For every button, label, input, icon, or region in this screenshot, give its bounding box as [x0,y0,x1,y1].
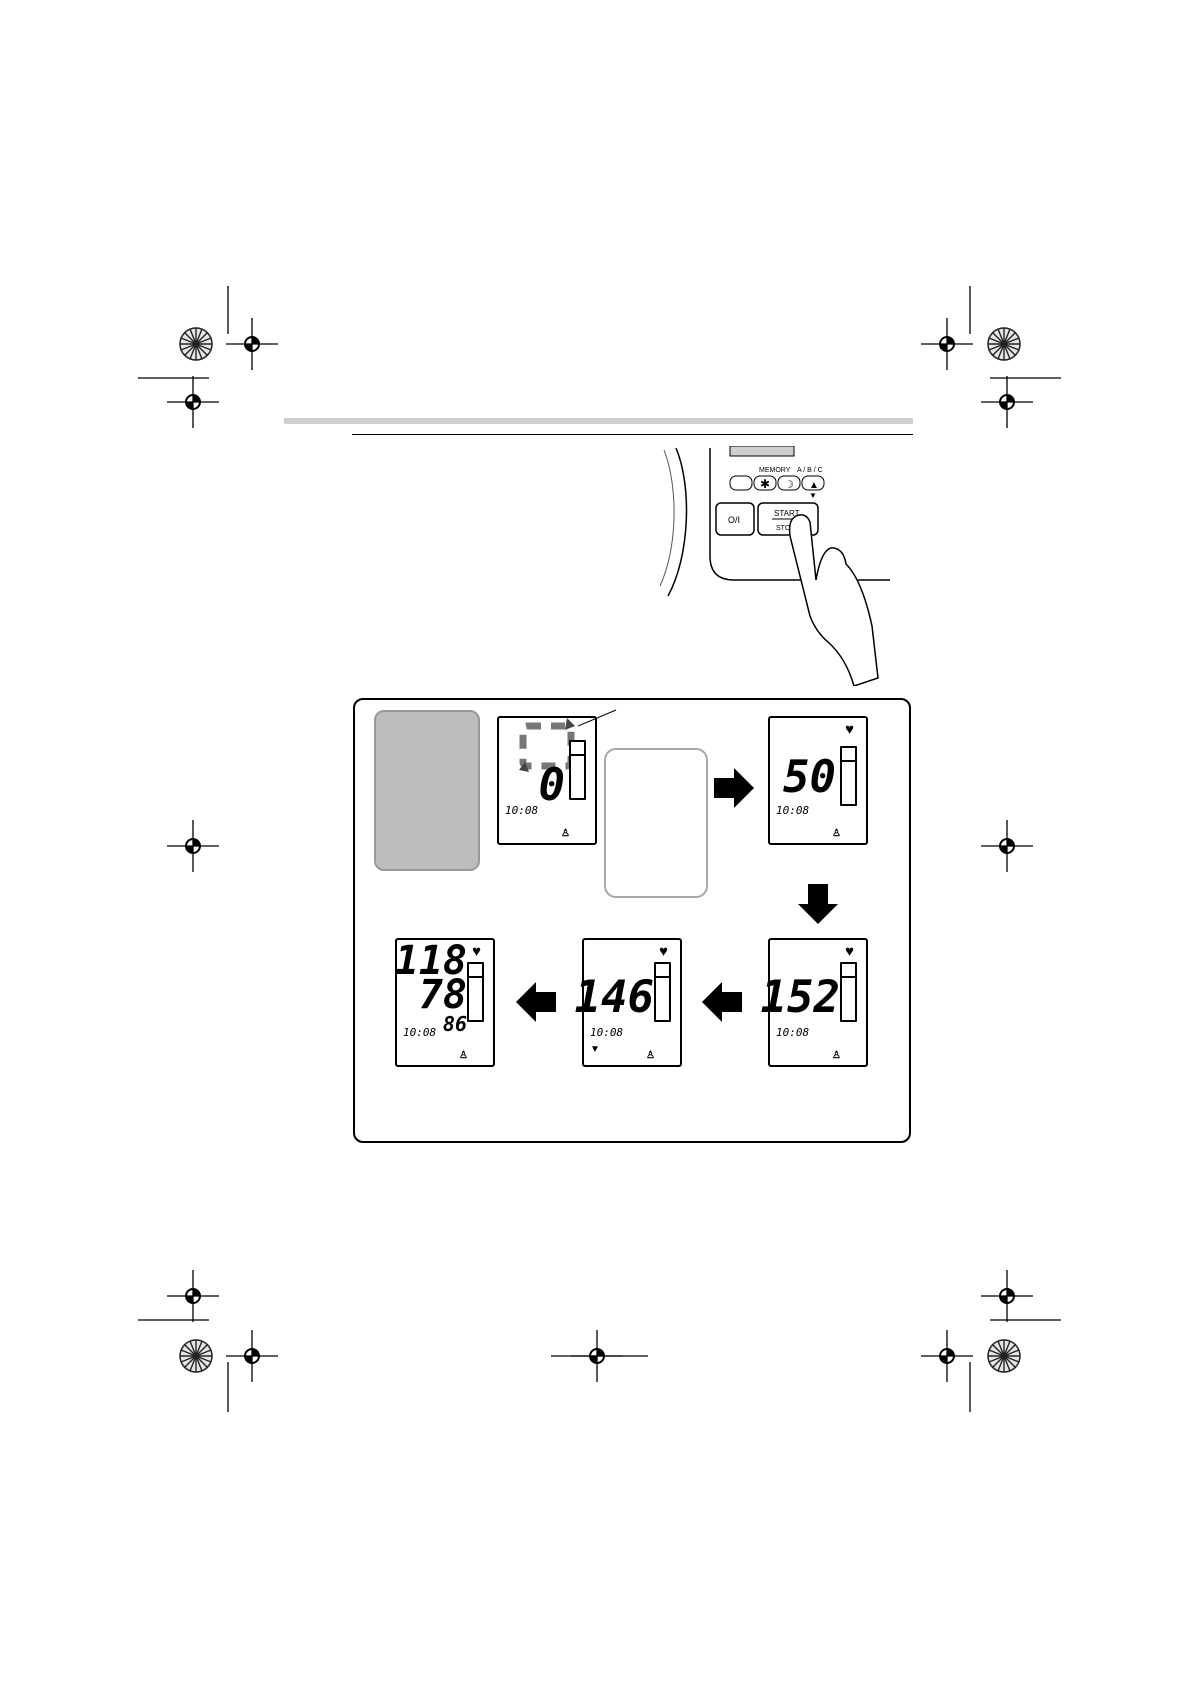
starburst-mark-icon [179,327,213,361]
heart-icon: ♥ [845,943,854,960]
heart-icon: ▼ [590,1044,600,1055]
starburst-mark-icon [987,327,1021,361]
arrow-right-icon [714,768,754,808]
lcd-time: 10:08 [505,804,539,817]
memory-label: MEMORY [759,467,791,474]
pulse-value: 86 [442,1012,467,1036]
lcd-time: 10:08 [590,1026,624,1039]
lcd-time: 10:08 [776,804,810,817]
process-panel [353,698,911,1143]
lcd-deflate-152: ♥ 152 10:08 ♙ [761,938,868,1067]
start-label: START [774,509,800,518]
user-a-icon: ♙ [832,1050,841,1061]
user-a-icon: ♙ [561,828,570,839]
starburst-mark-icon [987,1339,1021,1373]
arrow-left-icon [702,982,742,1022]
abc-label: A / B / C [797,467,823,474]
svg-text:☽: ☽ [784,479,794,491]
lcd-value: 152 [760,972,840,1023]
lcd-inflate: ♥ 50 10:08 ♙ [768,716,868,845]
leader-line [578,709,617,727]
user-a-icon: ♙ [459,1050,468,1061]
heart-icon: ♥ [472,943,481,960]
blank-display [604,748,708,898]
svg-text:▲: ▲ [809,480,819,491]
lcd-value: 146 [574,972,654,1023]
lcd-deflate-146: ♥ 146 10:08 ▼ ♙ [575,938,682,1067]
header-rule [352,434,913,435]
device-illustration: MEMORY A / B / C ✱ ☽ ▲ ▼ O/I START STOP [659,446,890,686]
lcd-time: 10:08 [776,1026,810,1039]
instruction-block [374,710,480,871]
systolic-value: 118 [394,938,467,984]
lcd-value: 0 [538,760,566,811]
lcd-time: 10:08 [403,1026,437,1039]
svg-text:✱: ✱ [760,477,770,491]
stop-label: STOP [776,525,795,532]
header-bar [284,418,913,424]
lcd-result: ♥ 118 78 86 10:08 ♙ [395,938,495,1067]
starburst-mark-icon [179,1339,213,1373]
heart-icon: ♥ [659,943,668,960]
user-a-icon: ♙ [832,828,841,839]
lcd-initial: 0 10:08 ♙ [497,716,597,845]
heart-icon: ♥ [845,721,854,738]
diastolic-value: 78 [418,972,467,1018]
user-a-icon: ♙ [646,1050,655,1061]
arrow-left-icon [516,982,556,1022]
lcd-value: 50 [783,752,836,803]
svg-text:▼: ▼ [809,491,817,500]
hand-icon [788,514,879,686]
zero-adjust-icon [519,718,575,772]
arrow-down-icon [798,884,838,924]
power-label: O/I [728,515,740,525]
